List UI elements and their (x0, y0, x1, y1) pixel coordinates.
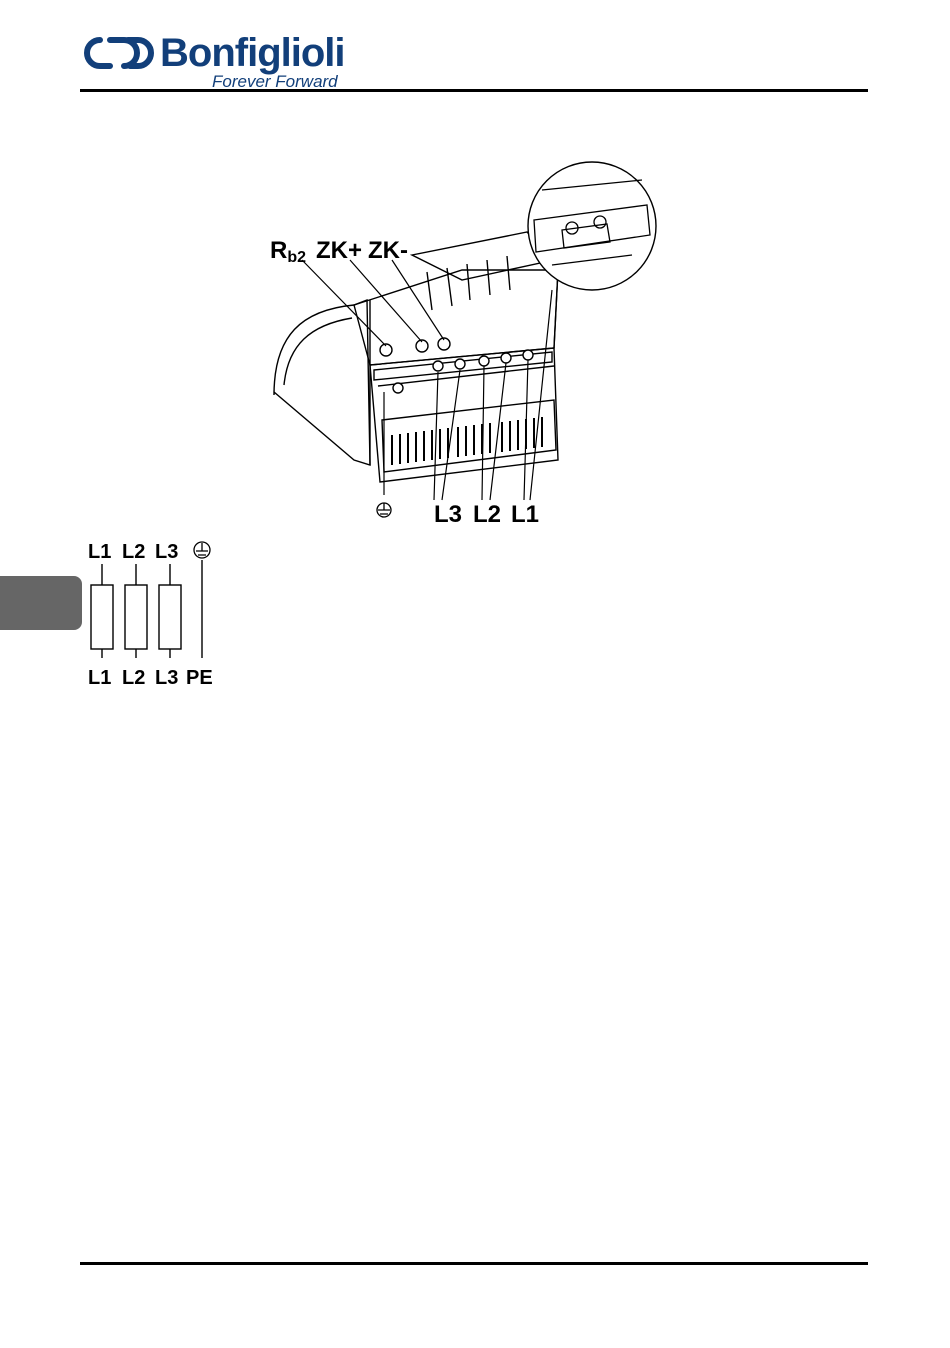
terminal-connection-drawing: Rb2 ZK+ ZK- L3 L2 L1 (262, 160, 667, 528)
callout-l1: L1 (511, 501, 539, 528)
callout-zk-minus: ZK- (368, 237, 408, 264)
schematic-bottom-l1: L1 (88, 667, 111, 688)
callout-l2: L2 (473, 501, 501, 528)
callout-rb-subscript: b2 (287, 249, 306, 266)
schematic-bottom-l3: L3 (155, 667, 178, 688)
svg-text:Rb2: Rb2 (270, 237, 306, 266)
chapter-side-tab (0, 576, 82, 630)
brand-name: Bonfiglioli (160, 30, 345, 76)
schematic-ground-symbol-icon (194, 542, 210, 558)
brand-logo: Bonfiglioli Forever Forward (80, 30, 370, 92)
callout-zk-plus: ZK+ (316, 237, 362, 264)
mains-fuse-schematic: L1 L2 L3 L1 L2 L3 PE (86, 536, 222, 688)
schematic-bottom-pe: PE (186, 667, 213, 688)
footer-rule (80, 1262, 868, 1265)
callout-l3: L3 (434, 501, 462, 528)
ground-symbol-icon (377, 503, 391, 517)
schematic-bottom-l2: L2 (122, 667, 145, 688)
schematic-top-l2: L2 (122, 541, 145, 563)
schematic-top-l1: L1 (88, 541, 111, 563)
callout-rb: R (270, 237, 287, 264)
bonfiglioli-logo-mark-icon (80, 34, 156, 72)
schematic-top-l3: L3 (155, 541, 178, 563)
header-rule (80, 89, 868, 92)
